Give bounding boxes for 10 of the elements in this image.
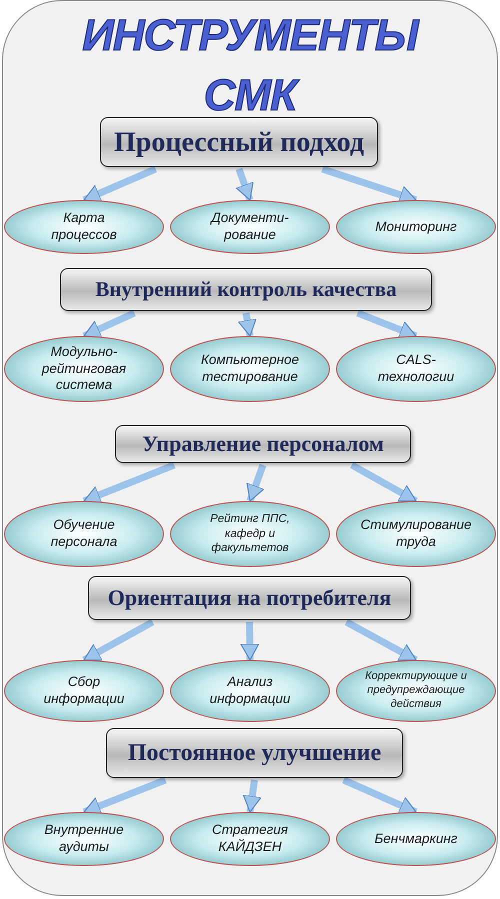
heading-box: Постоянное улучшение [106, 728, 403, 778]
arrow [240, 622, 260, 660]
heading-box: Процессный подход [100, 117, 378, 167]
arrow [236, 168, 254, 202]
arrow [238, 312, 257, 337]
heading-box: Ориентация на потребителя [88, 576, 411, 620]
arrow [242, 780, 262, 812]
heading-box: Управление персоналом [115, 425, 411, 463]
heading-box: Внутренний контроль качества [60, 268, 432, 311]
arrow [246, 464, 266, 502]
